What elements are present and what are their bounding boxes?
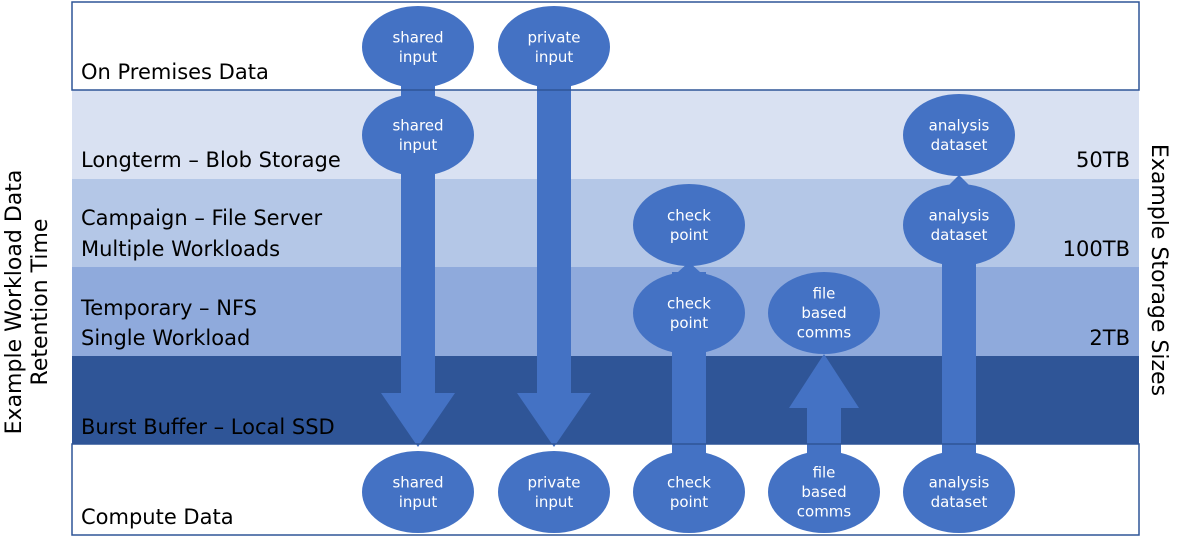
node-ellipse <box>633 272 745 354</box>
node-ellipse <box>498 6 610 88</box>
tier-label-campaign: Campaign – File Server <box>81 206 323 230</box>
tier-size-campaign: 100TB <box>1063 237 1130 261</box>
tier-label-burst-buffer: Burst Buffer – Local SSD <box>81 415 335 439</box>
node-label-line: dataset <box>931 136 988 154</box>
node-shared-input-onprem: shared input <box>362 6 474 88</box>
tier-label-longterm: Longterm – Blob Storage <box>81 148 341 172</box>
private-input-down-arrow <box>517 60 591 447</box>
left-axis-label: Example Workload Data Retention Time <box>2 102 82 502</box>
node-check-point-campaign: check point <box>633 184 745 266</box>
node-shared-input-compute: shared input <box>362 451 474 533</box>
node-analysis-dataset-longterm: analysis dataset <box>903 94 1015 176</box>
node-label-line: comms <box>797 503 852 521</box>
on-premises-frame <box>71 1 1140 91</box>
node-private-input-compute: private input <box>498 451 610 533</box>
node-label-line: shared <box>392 116 443 134</box>
node-analysis-dataset-compute: analysis dataset <box>903 451 1015 533</box>
left-axis-label-line-2: Retention Time <box>28 218 53 386</box>
compute-frame <box>71 443 1140 536</box>
right-axis-label-text: Example Storage Sizes <box>1146 143 1171 397</box>
tier-frames <box>71 1 1140 536</box>
node-ellipse <box>498 451 610 533</box>
node-ellipse <box>903 184 1015 266</box>
node-label-line: private <box>527 473 580 491</box>
node-ellipse <box>362 6 474 88</box>
data-nodes: shared input private input shared input analys… <box>362 6 1015 533</box>
tier-label-temporary: Single Workload <box>81 326 250 350</box>
node-ellipse <box>362 94 474 176</box>
tier-label-on-premises: On Premises Data <box>81 60 269 84</box>
node-label-line: file <box>813 464 836 482</box>
node-label-line: check <box>667 294 711 312</box>
tier-label-compute: Compute Data <box>81 505 234 529</box>
shared-input-down-arrow <box>381 60 455 447</box>
node-label-line: comms <box>797 324 852 342</box>
node-label-line: input <box>535 493 574 511</box>
node-label-line: shared <box>392 28 443 46</box>
node-label-line: analysis <box>929 206 990 224</box>
node-label-line: input <box>399 493 438 511</box>
node-ellipse <box>633 451 745 533</box>
node-label-line: based <box>801 304 846 322</box>
file-based-comms-up-arrow <box>789 354 859 490</box>
node-analysis-dataset-campaign: analysis dataset <box>903 184 1015 266</box>
node-label-line: based <box>801 483 846 501</box>
node-label-line: private <box>527 28 580 46</box>
node-label-line: shared <box>392 473 443 491</box>
node-label-line: dataset <box>931 493 988 511</box>
node-check-point-temporary: check point <box>633 272 745 354</box>
node-private-input-onprem: private input <box>498 6 610 88</box>
node-ellipse <box>903 451 1015 533</box>
node-label-line: check <box>667 473 711 491</box>
node-label-line: analysis <box>929 473 990 491</box>
left-axis-label-line-1: Example Workload Data <box>2 169 27 435</box>
node-label-line: input <box>399 48 438 66</box>
node-label-line: point <box>670 493 708 511</box>
node-label-line: analysis <box>929 116 990 134</box>
node-ellipse <box>768 451 880 533</box>
tier-label-campaign: Multiple Workloads <box>81 237 280 261</box>
node-label-line: input <box>535 48 574 66</box>
tier-size-longterm: 50TB <box>1076 148 1130 172</box>
node-check-point-compute: check point <box>633 451 745 533</box>
tier-label-temporary: Temporary – NFS <box>80 296 257 320</box>
node-ellipse <box>633 184 745 266</box>
node-label-line: check <box>667 206 711 224</box>
tier-size-temporary: 2TB <box>1089 326 1130 350</box>
node-label-line: file <box>813 285 836 303</box>
node-ellipse <box>768 272 880 354</box>
right-axis-label: Example Storage Sizes <box>1143 70 1173 470</box>
node-label-line: input <box>399 136 438 154</box>
node-label-line: dataset <box>931 226 988 244</box>
node-ellipse <box>903 94 1015 176</box>
node-shared-input-longterm: shared input <box>362 94 474 176</box>
node-ellipse <box>362 451 474 533</box>
node-label-line: point <box>670 314 708 332</box>
node-label-line: point <box>670 226 708 244</box>
